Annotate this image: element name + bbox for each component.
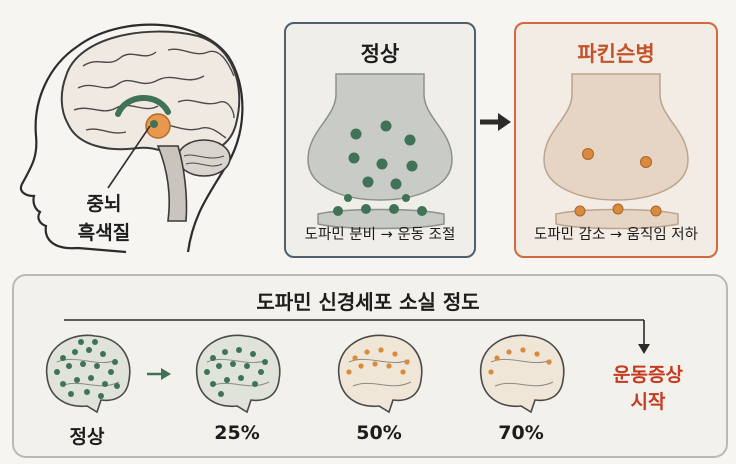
- dopamine-neuron-dot: [250, 351, 256, 357]
- dopamine-neuron-dot: [386, 363, 392, 369]
- substantia-nigra: [145, 113, 171, 139]
- dopamine-neuron-dot: [224, 377, 230, 383]
- dopamine-neuron-dot: [78, 339, 84, 345]
- stage-brain-1: [195, 334, 281, 414]
- stage-brains: [45, 334, 565, 414]
- brain-region-label: 중뇌 흑색질: [64, 190, 144, 248]
- dopamine-neuron-dot: [230, 361, 236, 367]
- pd-dopamine-vesicles: [582, 148, 652, 168]
- stage-brain-2: [337, 334, 423, 414]
- dopamine-neuron-dot: [98, 393, 104, 399]
- head-illustration: [19, 23, 244, 254]
- dopamine-neuron-dot: [364, 349, 370, 355]
- nigrostriatal-arc: [115, 95, 171, 117]
- head-profile: [19, 45, 127, 254]
- normal-dopamine-vesicles: [348, 120, 418, 190]
- dopamine-neuron-dot: [400, 369, 406, 375]
- stage-brain-outline-3: [479, 334, 565, 414]
- dopamine-neuron-dot: [378, 347, 384, 353]
- stage-brain-3: [479, 334, 565, 414]
- dopamine-neuron-dot: [114, 383, 120, 389]
- brainstem: [156, 145, 188, 222]
- bracket-arrow-down-icon: [638, 344, 650, 354]
- stage-brain-outline-1: [195, 334, 281, 414]
- pd-postsynaptic-membrane: [555, 208, 679, 230]
- normal-postsynaptic-membrane: [317, 208, 445, 230]
- dopamine-neuron-dot: [102, 381, 108, 387]
- dopamine-neuron-dot: [244, 363, 250, 369]
- dopamine-neuron-dot: [86, 347, 92, 353]
- normal-panel-caption: 도파민 분비 → 운동 조절: [304, 227, 456, 243]
- progression-title: 도파민 신경세포 소실 정도: [256, 290, 480, 314]
- stage-brain-0: [45, 334, 131, 414]
- dopamine-neuron-dot: [236, 347, 242, 353]
- dopamine-neuron-dot: [94, 363, 100, 369]
- dopamine-neuron-dot: [488, 369, 494, 375]
- dopamine-neuron-dot: [66, 363, 72, 369]
- dopamine-neuron-dot: [68, 391, 74, 397]
- stage-label-3: 70%: [498, 422, 544, 444]
- cerebellum: [177, 139, 231, 177]
- brain-region-line2: 흑색질: [77, 222, 131, 244]
- onset-line2: 시작: [630, 391, 666, 413]
- normal-synapse-illustration: [307, 73, 453, 230]
- normal-panel-title: 정상: [360, 42, 400, 66]
- dopamine-neuron-dot: [262, 359, 268, 365]
- dopamine-neuron-dot: [88, 375, 94, 381]
- stage-label-2: 50%: [356, 422, 402, 444]
- dopamine-neuron-dot: [210, 355, 216, 361]
- back-of-head: [77, 23, 244, 253]
- dopamine-neuron-dot: [108, 369, 114, 375]
- pd-panel-caption: 도파민 감소 → 움직임 저하: [534, 227, 698, 243]
- dopamine-neuron-dot: [346, 369, 352, 375]
- dopamine-neuron-dot: [112, 359, 118, 365]
- dopamine-neuron-dot: [216, 363, 222, 369]
- dopamine-neuron-dot: [92, 339, 98, 345]
- pd-panel-title: 파킨슨병: [577, 42, 655, 66]
- dopamine-neuron-dot: [404, 359, 410, 365]
- motor-symptom-onset: 운동증상 시작: [598, 362, 698, 416]
- stage-brain-outline-2: [337, 334, 423, 414]
- dopamine-neuron-dot: [60, 381, 66, 387]
- dopamine-neuron-dot: [372, 361, 378, 367]
- dopamine-neuron-dot: [494, 355, 500, 361]
- normal-synapse-panel: 정상 도파민 분비 → 운동 조절: [284, 22, 476, 258]
- dopamine-neuron-dot: [258, 369, 264, 375]
- pd-presynaptic-terminal: [543, 73, 689, 201]
- dopamine-neuron-dot: [100, 351, 106, 357]
- progression-bracket: [64, 319, 650, 354]
- dopamine-neuron-dot: [72, 349, 78, 355]
- dopamine-neuron-dot: [252, 381, 258, 387]
- dopamine-neuron-dot: [218, 391, 224, 397]
- onset-line1: 운동증상: [613, 364, 683, 386]
- dopamine-neuron-dot: [54, 369, 60, 375]
- dopamine-neuron-dot: [80, 361, 86, 367]
- parkinson-synapse-panel: 파킨슨병 도파민 감소 → 움직임 저하: [514, 22, 718, 258]
- dopamine-neuron-dot: [506, 349, 512, 355]
- stage-label-0: 정상: [69, 426, 105, 448]
- normal-presynaptic-terminal: [307, 73, 453, 201]
- pd-synapse-illustration: [543, 73, 689, 230]
- stage-arrow-icon: [147, 368, 171, 380]
- dopamine-neuron-dot: [222, 349, 228, 355]
- pointer-line: [107, 125, 151, 189]
- pd-receptor-dots: [574, 203, 662, 217]
- stage-brain-outline-0: [45, 334, 131, 414]
- dopamine-neuron-dot: [392, 351, 398, 357]
- brain-region-line1: 중뇌: [86, 193, 122, 215]
- dopamine-neuron-dot: [84, 389, 90, 395]
- dopamine-neuron-dot: [358, 363, 364, 369]
- dopamine-neuron-dot: [546, 359, 552, 365]
- dopamine-neuron-dot: [534, 351, 540, 357]
- dopamine-neuron-dot: [204, 369, 210, 375]
- dopamine-neuron-dot: [60, 355, 66, 361]
- normal-receptor-dots: [333, 194, 427, 216]
- dopamine-neuron-dot: [210, 381, 216, 387]
- dopamine-neuron-dot: [74, 377, 80, 383]
- dopamine-neuron-dot: [520, 347, 526, 353]
- stage-label-1: 25%: [214, 422, 260, 444]
- arrow-right-icon: [480, 113, 511, 131]
- dopamine-neuron-dot: [238, 375, 244, 381]
- dopamine-neuron-dot: [352, 355, 358, 361]
